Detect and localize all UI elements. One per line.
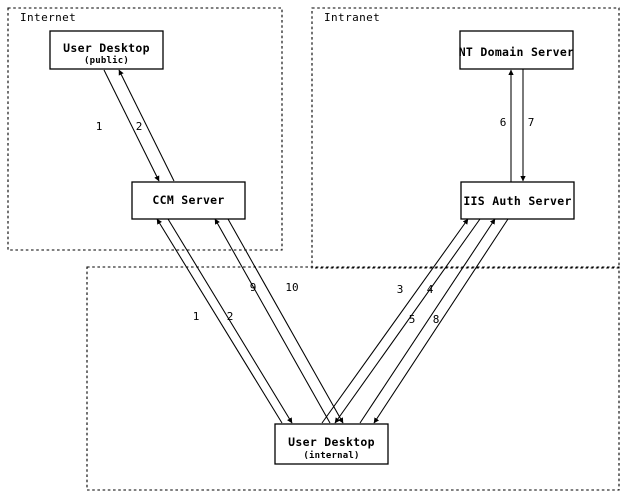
zone-label-internet: Internet bbox=[20, 11, 76, 24]
node-title-user-desktop-internal: User Desktop bbox=[288, 435, 375, 449]
zone-intranet-boundary bbox=[311, 7, 620, 269]
node-user-desktop-public[interactable] bbox=[49, 30, 164, 70]
node-nt-domain-server[interactable] bbox=[459, 30, 574, 70]
node-user-desktop-internal[interactable] bbox=[274, 423, 389, 465]
node-subtitle-user-desktop-internal: (internal) bbox=[303, 450, 359, 461]
step-label-domain-6: 6 bbox=[500, 116, 507, 129]
step-label-auth-5: 5 bbox=[409, 313, 416, 326]
zone-internet-boundary bbox=[7, 7, 283, 251]
step-label-internal-2: 2 bbox=[227, 310, 234, 323]
flow-line-4-iis-to-internal bbox=[334, 218, 481, 424]
zone-internal-lan-boundary bbox=[86, 266, 620, 491]
node-title-ccm-server: CCM Server bbox=[152, 193, 224, 207]
step-label-public-1: 1 bbox=[96, 120, 103, 133]
step-label-public-2: 2 bbox=[136, 120, 143, 133]
node-title-iis-auth-server: IIS Auth Server bbox=[463, 194, 571, 208]
flow-line-5-internal-to-iis bbox=[359, 218, 496, 424]
step-label-domain-7: 7 bbox=[528, 116, 535, 129]
flow-line-8-iis-to-internal bbox=[373, 218, 509, 424]
zone-label-intranet: Intranet bbox=[324, 11, 380, 24]
step-label-auth-3: 3 bbox=[397, 283, 404, 296]
node-iis-auth-server[interactable] bbox=[460, 181, 575, 220]
node-ccm-server[interactable] bbox=[131, 181, 246, 220]
step-label-ccm-9: 9 bbox=[250, 281, 257, 294]
flow-line-2-ccm-to-internal bbox=[167, 218, 293, 424]
flow-line-10-ccm-to-internal bbox=[227, 218, 344, 424]
flow-line-3-internal-to-iis bbox=[321, 218, 469, 424]
node-title-user-desktop-public: User Desktop bbox=[63, 41, 150, 55]
node-subtitle-user-desktop-public: (public) bbox=[84, 55, 129, 66]
node-title-nt-domain-server: NT Domain Server bbox=[459, 45, 575, 59]
step-label-ccm-10: 10 bbox=[285, 281, 298, 294]
step-label-auth-8: 8 bbox=[433, 313, 440, 326]
flow-line-9-internal-to-ccm bbox=[214, 218, 331, 424]
step-label-auth-4: 4 bbox=[427, 283, 434, 296]
step-label-internal-1: 1 bbox=[193, 310, 200, 323]
flow-line-1-internal-to-ccm bbox=[156, 218, 283, 424]
flow-line-2-ccm-to-public bbox=[118, 69, 175, 182]
flow-line-1-public-to-ccm bbox=[103, 69, 160, 182]
